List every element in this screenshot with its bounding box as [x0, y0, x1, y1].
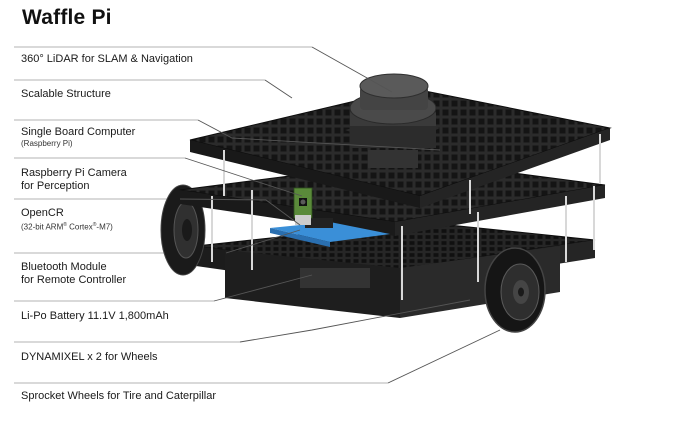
standoffs — [211, 186, 595, 300]
label-scalable-structure: Scalable Structure — [21, 88, 111, 100]
turtlebot-robot-illustration — [160, 73, 612, 333]
label-bluetooth-module: Bluetooth Module for Remote Controller — [21, 261, 127, 286]
label-dividers — [14, 46, 388, 384]
label-single-board-computer: Single Board Computer (Raspberry Pi) — [21, 126, 136, 148]
lidar-sensor — [345, 73, 440, 168]
page-title: Waffle Pi — [22, 6, 112, 29]
label-lidar: 360° LiDAR for SLAM & Navigation — [21, 53, 193, 65]
label-raspberry-pi-camera: Raspberry Pi Camera for Perception — [21, 167, 127, 192]
right-wheel — [484, 247, 546, 333]
label-lipo-battery: Li-Po Battery 11.1V 1,800mAh — [21, 310, 169, 322]
left-wheel — [160, 184, 206, 276]
label-sprocket-wheels: Sprocket Wheels for Tire and Caterpillar — [21, 390, 217, 402]
opencr-subtitle: (32-bit ARM® Cortex®-M7) — [21, 222, 113, 232]
leader-lines — [179, 46, 501, 384]
raspberry-pi-camera — [293, 187, 313, 225]
label-dynamixel: DYNAMIXEL x 2 for Wheels — [21, 351, 158, 363]
label-opencr: OpenCR (32-bit ARM® Cortex®-M7) — [21, 207, 113, 232]
opencr-board — [270, 218, 390, 247]
